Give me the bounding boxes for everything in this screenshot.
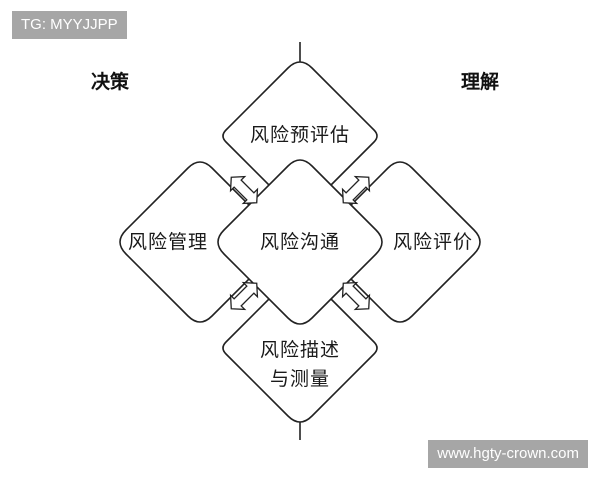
node-label-bottom-line2: 与测量 bbox=[270, 368, 330, 390]
diamond-center bbox=[217, 159, 383, 325]
watermark-top-left: TG: MYYJJPP bbox=[12, 11, 127, 39]
watermark-bottom-right: www.hgty-crown.com bbox=[428, 440, 588, 468]
node-label-left: 风险管理 bbox=[128, 231, 208, 253]
arrow-top-left bbox=[229, 175, 259, 205]
diamond-bottom bbox=[222, 273, 378, 423]
node-label-top: 风险预评估 bbox=[250, 124, 350, 146]
corner-label-understanding: 理解 bbox=[461, 70, 499, 93]
corner-label-decision: 决策 bbox=[91, 70, 130, 93]
node-label-bottom-line1: 风险描述 bbox=[260, 339, 340, 361]
arrow-top-right bbox=[341, 175, 371, 205]
arrow-bottom-left bbox=[229, 281, 259, 311]
node-label-center: 风险沟通 bbox=[260, 231, 340, 253]
arrow-bottom-right bbox=[341, 281, 371, 311]
node-label-right: 风险评价 bbox=[393, 231, 473, 253]
